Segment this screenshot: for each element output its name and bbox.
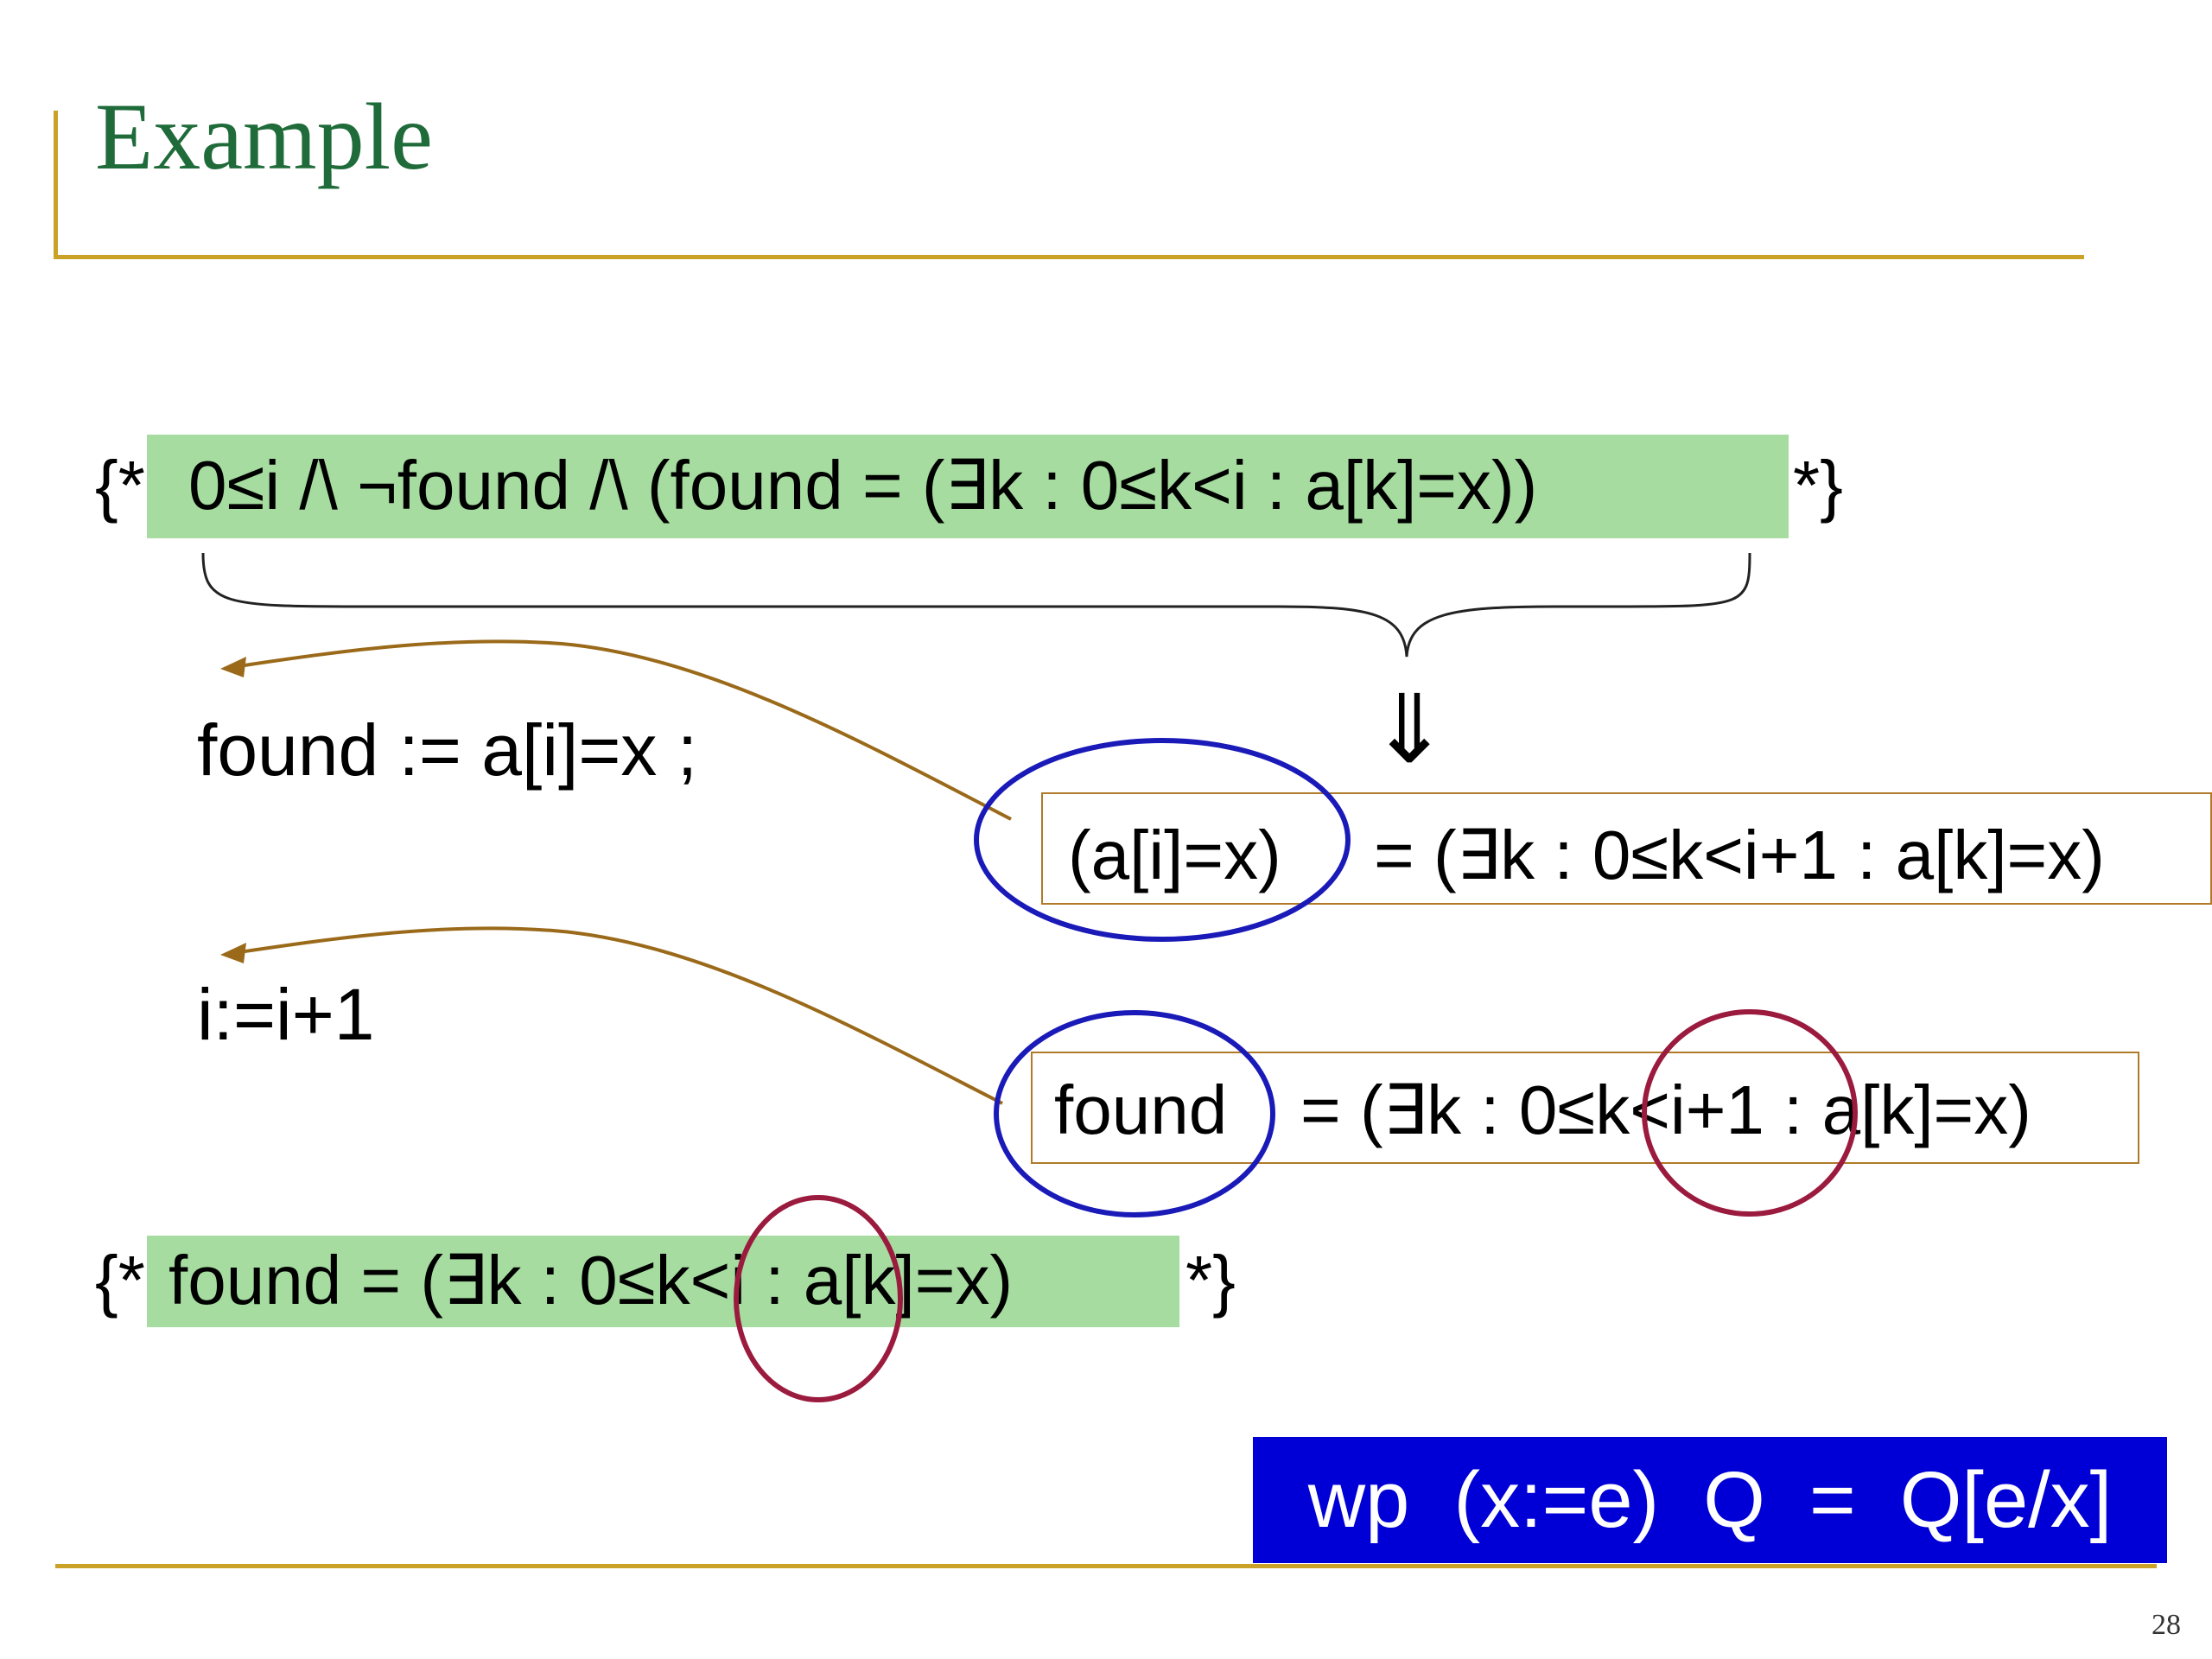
slide-title: Example [95, 84, 433, 189]
precondition-open-brace: {* [95, 447, 145, 524]
statement-increment-i: i:=i+1 [197, 974, 375, 1055]
derivation-line1-lhs: (a[i]=x) [1068, 817, 1281, 893]
page-number: 28 [2152, 1609, 2181, 1641]
statement-assign-found: found := a[i]=x ; [197, 709, 698, 791]
derivation-line2-lhs: found [1054, 1071, 1228, 1148]
down-double-arrow-icon: ⇓ [1370, 677, 1450, 783]
precondition-close-brace: *} [1793, 447, 1843, 524]
derivation-line2-rhs: = (∃k : 0≤k<i+1 : a[k]=x) [1300, 1071, 2031, 1148]
precondition-highlight [147, 435, 1789, 538]
arrowhead-icon [220, 657, 246, 677]
footer-line [55, 1564, 2157, 1568]
postcondition-open-brace: {* [95, 1242, 145, 1319]
postcondition-expression: found = (∃k : 0≤k<i : a[k]=x) [168, 1242, 1014, 1319]
arrowhead-icon [220, 943, 246, 963]
wp-rule-box: wp (x:=e) Q = Q[e/x] [1253, 1437, 2167, 1563]
postcondition-highlight [147, 1236, 1179, 1327]
wp-rule-text: wp (x:=e) Q = Q[e/x] [1307, 1456, 2113, 1544]
curly-brace-icon [201, 552, 1751, 658]
derivation-line1-rhs: = (∃k : 0≤k<i+1 : a[k]=x) [1374, 817, 2105, 893]
precondition-expression: 0≤i /\ ¬found /\ (found = (∃k : 0≤k<i : … [188, 447, 1538, 524]
title-underline [54, 255, 2084, 259]
postcondition-close-brace: *} [1185, 1242, 1236, 1319]
title-accent-vertical-line [54, 111, 58, 259]
